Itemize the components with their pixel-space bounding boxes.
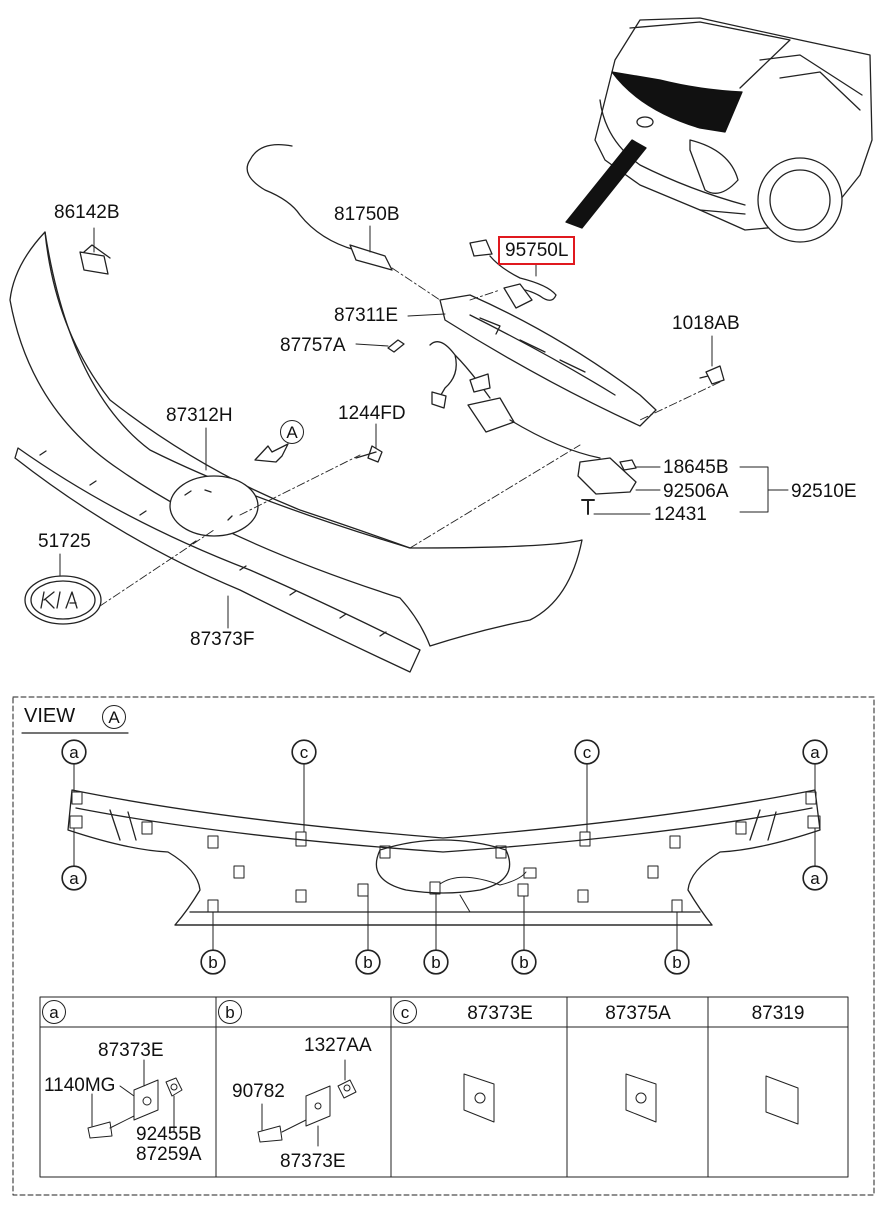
callout-86142B: 86142B [54, 202, 120, 223]
parts-b-glyphs [257, 1059, 357, 1147]
callout-18645B: 18645B [663, 457, 729, 478]
callout-1244FD: 1244FD [338, 403, 406, 424]
view-a-title-marker: A [102, 705, 126, 729]
clip-marker-a: a [62, 740, 86, 764]
clip-marker-b: b [512, 950, 536, 974]
part-87259A: 87259A [136, 1144, 202, 1165]
table-header-87373E: 87373E [467, 1003, 533, 1024]
strip-87373F [14, 447, 421, 673]
table-key-c: c [393, 1000, 417, 1024]
harness-95750L [469, 239, 557, 309]
part-87373E-a: 87373E [98, 1040, 164, 1061]
clip-marker-a: a [803, 740, 827, 764]
screw-12431 [581, 499, 595, 515]
parts-c-glyphs [463, 1073, 799, 1125]
parts-a-glyphs [87, 1059, 183, 1139]
callout-1018AB: 1018AB [672, 313, 740, 334]
callout-12431: 12431 [654, 504, 707, 525]
view-a-garnish [67, 789, 821, 926]
part-92455B: 92455B [136, 1124, 202, 1145]
vehicle-rear-illustration [565, 17, 873, 243]
callout-95750L: 95750L [498, 236, 576, 265]
callout-51725: 51725 [38, 531, 91, 552]
callout-87373F: 87373F [190, 629, 255, 650]
clip-marker-a: a [803, 866, 827, 890]
nut-1018AB [699, 365, 725, 385]
table-header-87319: 87319 [751, 1003, 805, 1024]
callout-92510E: 92510E [791, 481, 857, 502]
callout-87311E: 87311E [334, 305, 399, 326]
table-header-87375A: 87375A [605, 1003, 671, 1024]
callout-81750B: 81750B [334, 204, 400, 225]
view-a-title: VIEW [24, 705, 76, 727]
bulb-18645B [619, 459, 637, 471]
handle-87311E [439, 294, 657, 427]
clip-marker-b: b [201, 950, 225, 974]
clip-marker-b: b [424, 950, 448, 974]
table-key-a: a [42, 1000, 66, 1024]
parts-table-grid [39, 996, 849, 1178]
callout-92506A: 92506A [663, 481, 729, 502]
clip-marker-c: c [575, 740, 599, 764]
clip-marker-a: a [62, 866, 86, 890]
view-a-arrow [254, 443, 289, 463]
camera-harness [429, 341, 601, 459]
part-1327AA: 1327AA [304, 1035, 372, 1056]
part-90782: 90782 [232, 1081, 285, 1102]
callout-87757A: 87757A [280, 335, 346, 356]
clip-marker-c: c [292, 740, 316, 764]
lamp-92506A [577, 457, 637, 495]
table-key-b: b [218, 1000, 242, 1024]
wire-81750B [246, 143, 393, 271]
pin-87757A [387, 339, 405, 353]
garnish-87312H [9, 231, 583, 647]
emblem-51725 [24, 575, 102, 625]
clip-marker-b: b [665, 950, 689, 974]
part-1140MG: 1140MG [44, 1075, 116, 1096]
bolt-1244FD [355, 445, 383, 463]
clip-marker-b: b [356, 950, 380, 974]
view-a-marker: A [280, 420, 304, 444]
view-a-frame [12, 696, 875, 1196]
callout-87312H: 87312H [166, 405, 233, 426]
clip-86142B [79, 244, 111, 275]
part-87373E-b: 87373E [280, 1151, 346, 1172]
